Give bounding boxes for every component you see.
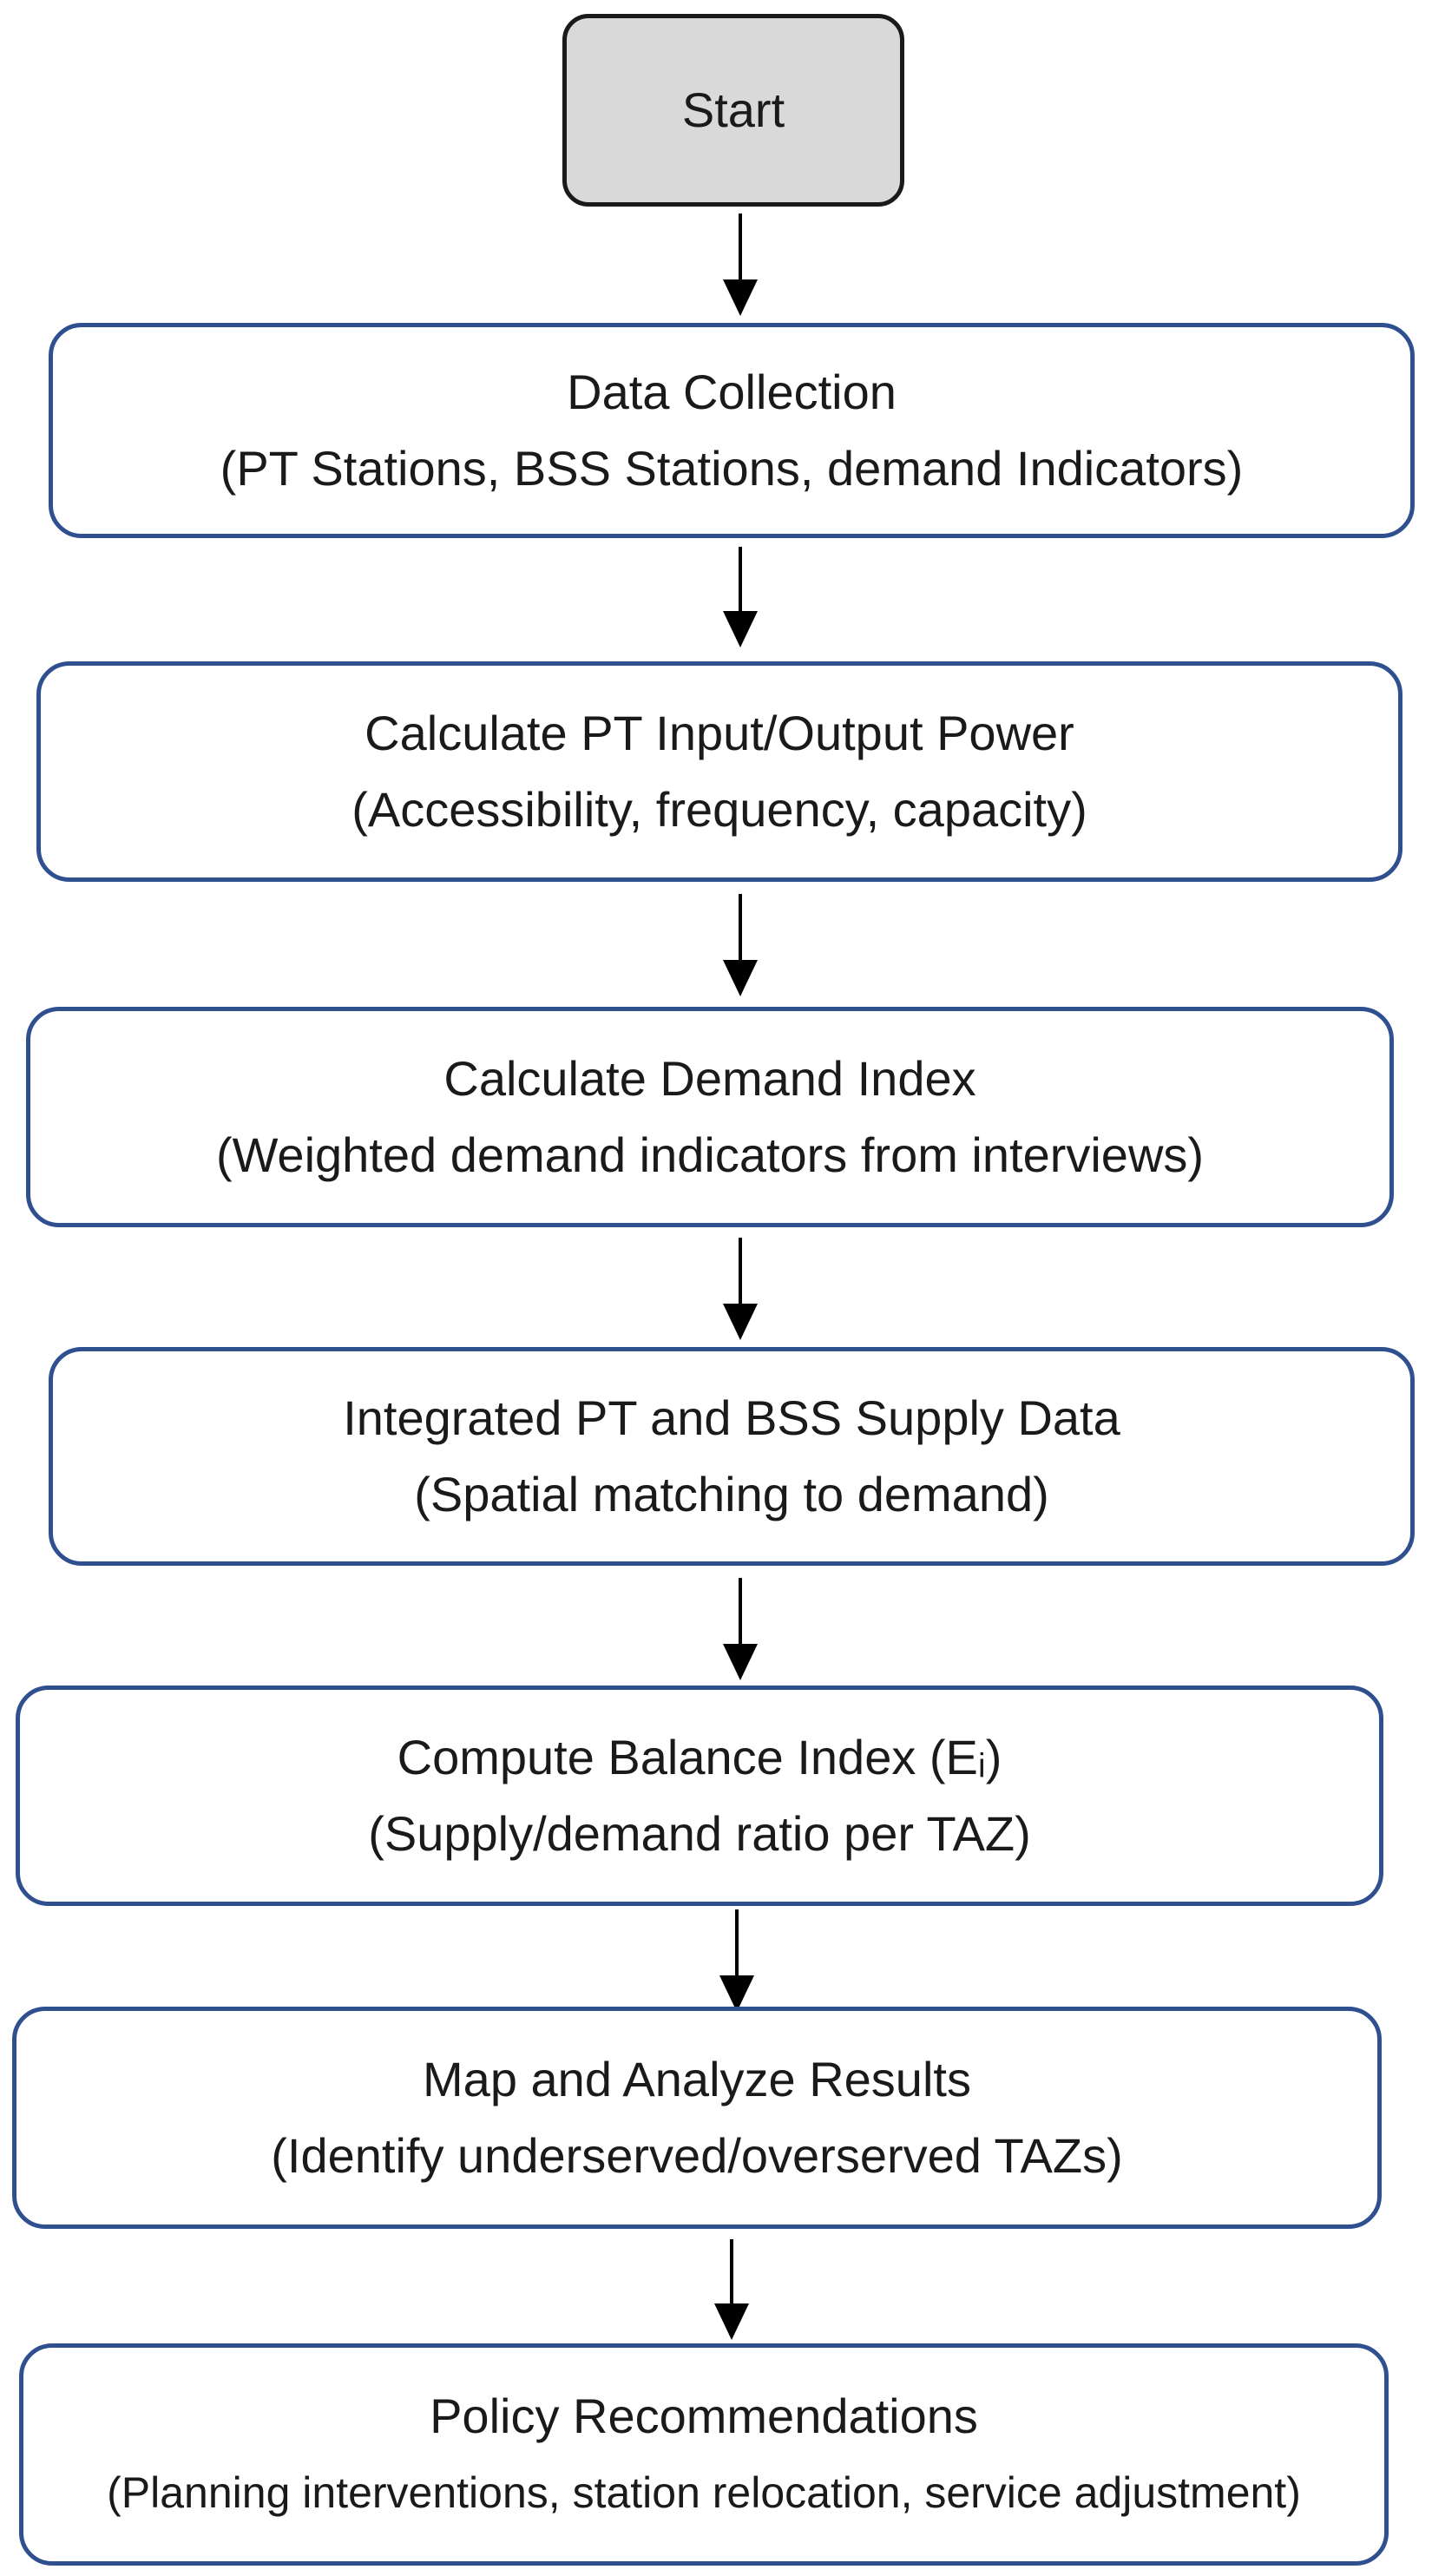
flow-arrow-5 [723,1578,758,1680]
step-title: Data Collection [567,365,897,419]
step-subtitle: (Weighted demand indicators from intervi… [215,1127,1205,1182]
step-map-analyze-results: Map and Analyze Results (Identify unders… [12,2007,1382,2229]
flow-arrow-2 [723,547,758,647]
start-node: Start [562,14,904,207]
step-policy-recommendations: Policy Recommendations (Planning interve… [19,2343,1389,2566]
step-title: Calculate PT Input/Output Power [365,706,1074,760]
step-calculate-pt-power: Calculate PT Input/Output Power (Accessi… [36,661,1402,882]
start-label: Start [681,82,785,137]
step-data-collection: Data Collection (PT Stations, BSS Statio… [49,323,1415,538]
step-subtitle: (Supply/demand ratio per TAZ) [368,1806,1031,1861]
step-title: Map and Analyze Results [423,2052,971,2106]
step-compute-balance-index: Compute Balance Index (Eᵢ) (Supply/deman… [16,1686,1383,1906]
step-subtitle: (Planning interventions, station relocat… [107,2468,1301,2517]
flow-arrow-1 [723,214,758,316]
step-title: Policy Recommendations [430,2389,978,2443]
flow-arrow-3 [723,894,758,996]
flow-arrow-4 [723,1238,758,1340]
step-title: Compute Balance Index (Eᵢ) [397,1730,1002,1784]
step-subtitle: (Accessibility, frequency, capacity) [351,782,1087,837]
step-subtitle: (Spatial matching to demand) [414,1467,1049,1521]
step-title: Integrated PT and BSS Supply Data [343,1390,1120,1445]
flow-arrow-7 [714,2239,749,2340]
flow-arrow-6 [719,1909,754,2012]
step-title: Calculate Demand Index [443,1051,976,1106]
step-subtitle: (PT Stations, BSS Stations, demand Indic… [220,441,1244,496]
step-integrated-supply-data: Integrated PT and BSS Supply Data (Spati… [49,1347,1415,1566]
step-calculate-demand-index: Calculate Demand Index (Weighted demand … [26,1007,1394,1227]
step-subtitle: (Identify underserved/overserved TAZs) [271,2128,1123,2183]
